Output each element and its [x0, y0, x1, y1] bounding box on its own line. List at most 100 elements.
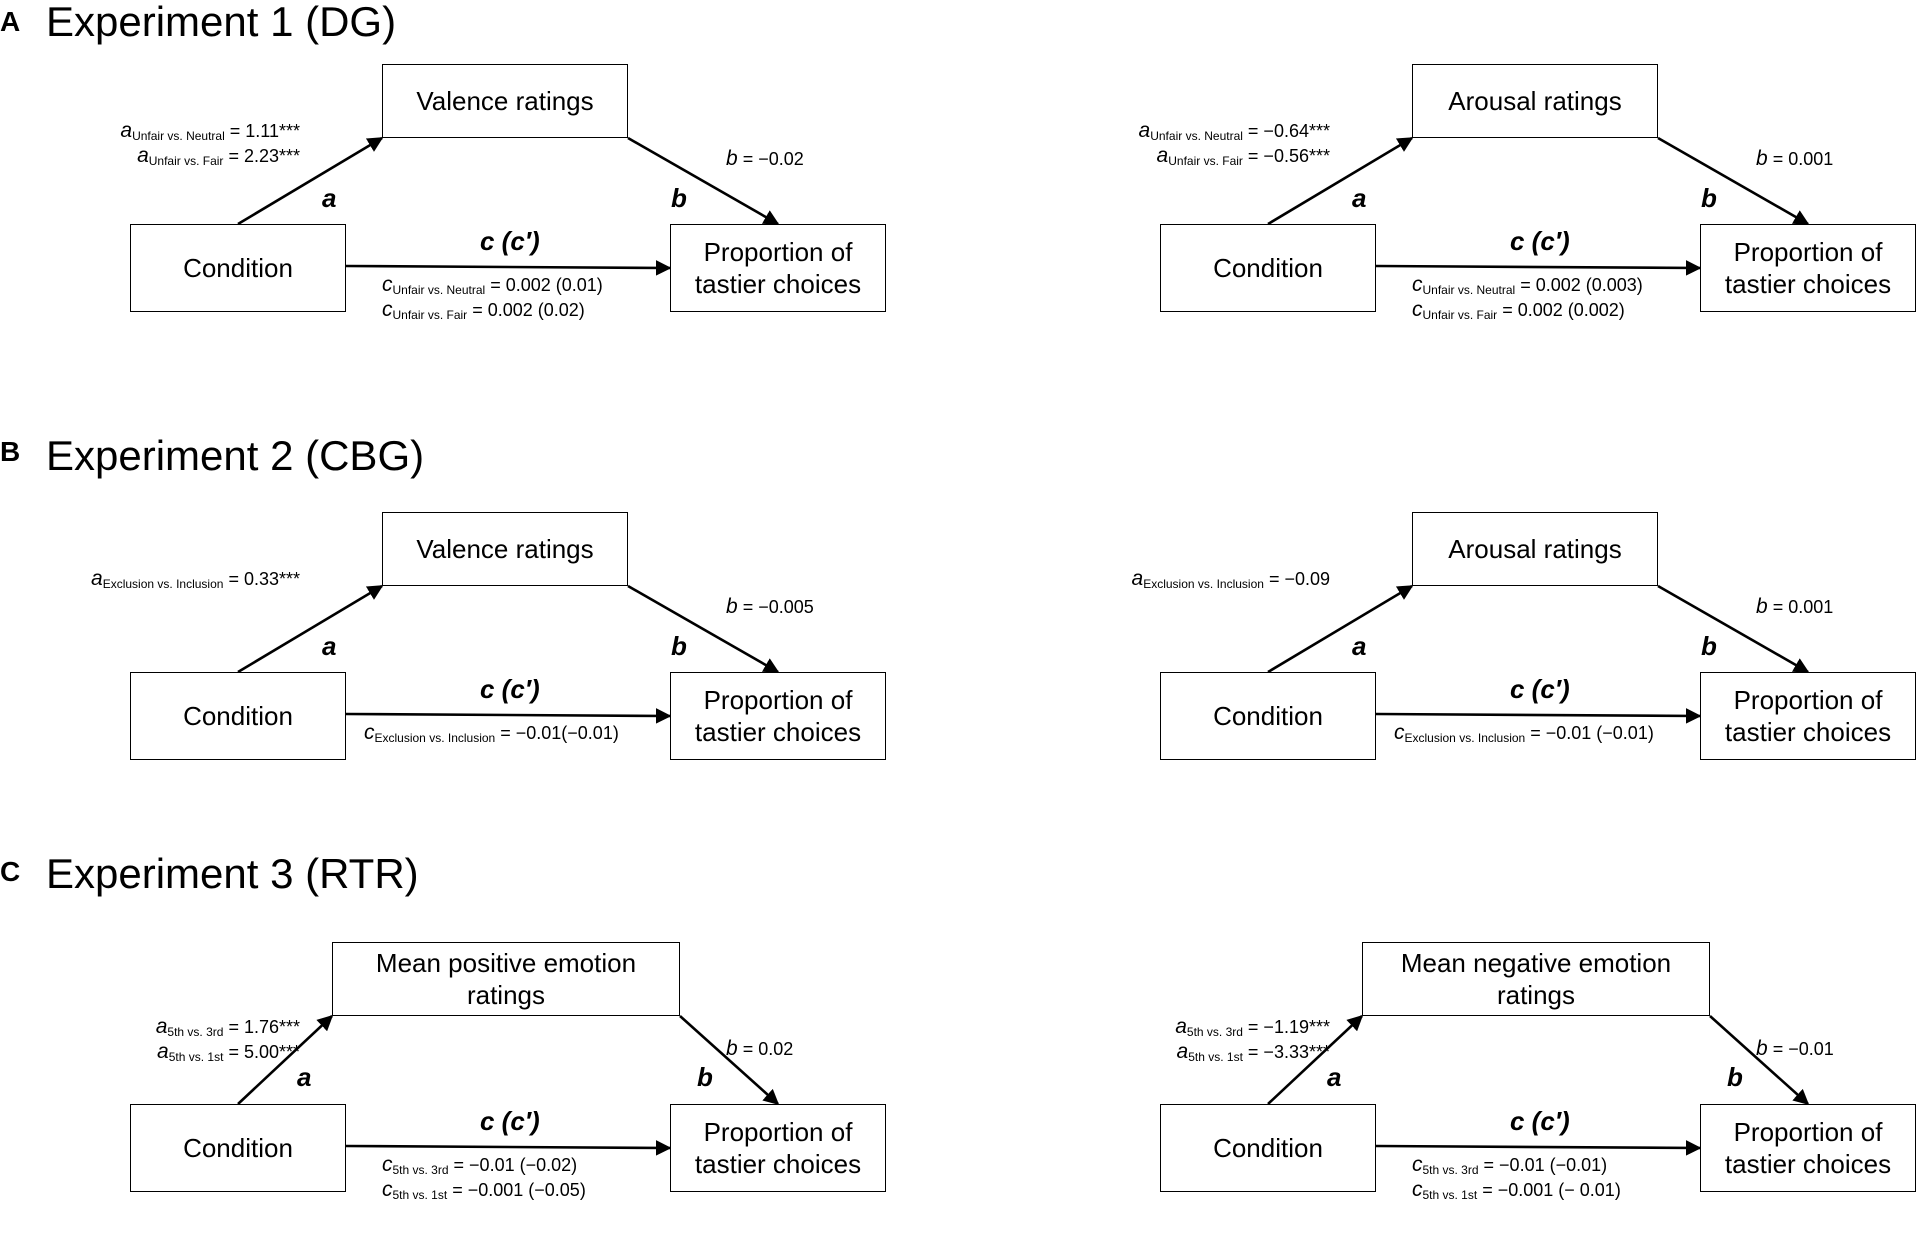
- path-arrows: [237, 1014, 780, 1156]
- a-coefficient: aUnfair vs. Neutral = 1.11***: [120, 118, 300, 149]
- predictor-box: Condition: [130, 224, 346, 312]
- coef-symbol: a: [1176, 1040, 1189, 1063]
- coef-symbol: c: [364, 721, 375, 744]
- path-b-arrow: [1657, 584, 1810, 674]
- coef-value: = 0.002 (0.01): [485, 275, 603, 295]
- coef-symbol: a: [157, 1040, 169, 1063]
- coef-value: = −0.64***: [1242, 121, 1330, 141]
- predictor-label: Condition: [1213, 701, 1323, 731]
- a-coefficient: aUnfair vs. Neutral = −0.64***: [1139, 118, 1330, 149]
- coef-subscript: Unfair vs. Neutral: [1422, 283, 1516, 297]
- a-coefficient: aExclusion vs. Inclusion = 0.33***: [91, 566, 300, 597]
- coef-symbol: b: [726, 1037, 738, 1060]
- a-coefficient: a5th vs. 1st = 5.00***: [157, 1039, 300, 1070]
- path-b-arrow: [627, 584, 780, 674]
- coef-symbol: a: [1175, 1015, 1187, 1038]
- outcome-label-line: tastier choices: [1724, 1149, 1892, 1179]
- a-coefficient: a5th vs. 3rd = 1.76***: [156, 1014, 300, 1045]
- panel-title: Experiment 3 (RTR): [46, 850, 419, 897]
- coef-symbol: b: [1756, 147, 1768, 170]
- coef-value: = 1.11***: [224, 121, 300, 141]
- coef-symbol: c: [382, 1178, 393, 1201]
- coef-subscript: Unfair vs. Neutral: [1150, 129, 1243, 143]
- path-b-label: b: [1701, 631, 1717, 661]
- b-coefficient: b = −0.02: [726, 146, 804, 172]
- panel-title: Experiment 2 (CBG): [46, 432, 425, 479]
- coef-value: = −0.09: [1263, 569, 1330, 589]
- mediator-label-line: Arousal ratings: [1448, 534, 1622, 564]
- coef-value: = −0.001 (−0.05): [447, 1180, 586, 1200]
- path-b-arrow: [1709, 1015, 1810, 1106]
- outcome-label-line: Proportion of: [703, 685, 853, 715]
- path-a-arrow: [1267, 584, 1414, 674]
- coef-subscript: Exclusion vs. Inclusion: [374, 731, 496, 745]
- outcome-label-line: tastier choices: [694, 269, 862, 299]
- coef-subscript: Unfair vs. Fair: [148, 154, 224, 168]
- a-coefficient: aUnfair vs. Fair = −0.56***: [1157, 143, 1330, 174]
- path-b-arrow: [627, 136, 780, 226]
- predictor-label: Condition: [1213, 1133, 1323, 1163]
- coef-value: = 0.001: [1767, 149, 1834, 169]
- b-coefficient: b = −0.01: [1756, 1036, 1834, 1062]
- coef-symbol: b: [1756, 1037, 1768, 1060]
- path-a-label: a: [1352, 631, 1367, 661]
- predictor-label: Condition: [183, 253, 293, 283]
- path-a-label: a: [322, 631, 337, 661]
- mediator-box: Valence ratings: [382, 512, 628, 586]
- path-c-arrow: [1375, 1140, 1702, 1156]
- path-arrows: [237, 136, 780, 276]
- coef-value: = −0.01 (−0.01): [1478, 1155, 1608, 1175]
- coef-subscript: 5th vs. 3rd: [392, 1163, 449, 1177]
- predictor-label: Condition: [1213, 253, 1323, 283]
- path-a-label: a: [297, 1062, 312, 1092]
- c-coefficient: c5th vs. 1st = −0.001 (−0.05): [382, 1177, 586, 1208]
- c-coefficient: cExclusion vs. Inclusion = −0.01(−0.01): [364, 720, 619, 751]
- path-c-label: c (c′): [480, 226, 540, 256]
- path-b-arrow: [1657, 136, 1810, 226]
- mediator-label-line: Arousal ratings: [1448, 86, 1622, 116]
- a-coefficient: aUnfair vs. Fair = 2.23***: [137, 143, 300, 174]
- c-coefficient: cUnfair vs. Fair = 0.002 (0.02): [382, 297, 585, 328]
- mediator-box: Arousal ratings: [1412, 64, 1658, 138]
- c-coefficient: c5th vs. 3rd = −0.01 (−0.01): [1412, 1152, 1607, 1183]
- mediator-label: Valence ratings: [416, 533, 593, 565]
- path-c-label: c (c′): [1510, 226, 1570, 256]
- coef-subscript: Unfair vs. Fair: [392, 308, 468, 322]
- coef-value: = −3.33***: [1242, 1042, 1330, 1062]
- b-coefficient: b = −0.005: [726, 594, 814, 620]
- mediator-label-line: Valence ratings: [416, 86, 594, 116]
- coef-symbol: c: [1412, 298, 1423, 321]
- predictor-box: Condition: [130, 1104, 346, 1192]
- predictor-label: Condition: [183, 701, 293, 731]
- mediator-label: Valence ratings: [416, 85, 593, 117]
- coef-value: = 0.02: [737, 1039, 794, 1059]
- outcome-label-line: tastier choices: [1724, 269, 1892, 299]
- path-a-label: a: [322, 183, 337, 213]
- coef-value: = 0.002 (0.003): [1515, 275, 1643, 295]
- coef-symbol: b: [726, 595, 738, 618]
- outcome-label-line: Proportion of: [1733, 685, 1883, 715]
- coef-symbol: a: [155, 1015, 168, 1038]
- path-a-arrow: [237, 136, 384, 226]
- coef-symbol: a: [1131, 567, 1144, 590]
- path-c-arrow: [345, 708, 672, 724]
- c-coefficient: cUnfair vs. Neutral = 0.002 (0.003): [1412, 272, 1643, 303]
- path-b-label: b: [1727, 1062, 1743, 1092]
- path-a-arrow: [237, 1014, 334, 1105]
- a-coefficient: a5th vs. 3rd = −1.19***: [1175, 1014, 1330, 1045]
- predictor-label: Condition: [183, 1133, 293, 1163]
- mediator-label-line: Mean negative emotion: [1400, 948, 1672, 978]
